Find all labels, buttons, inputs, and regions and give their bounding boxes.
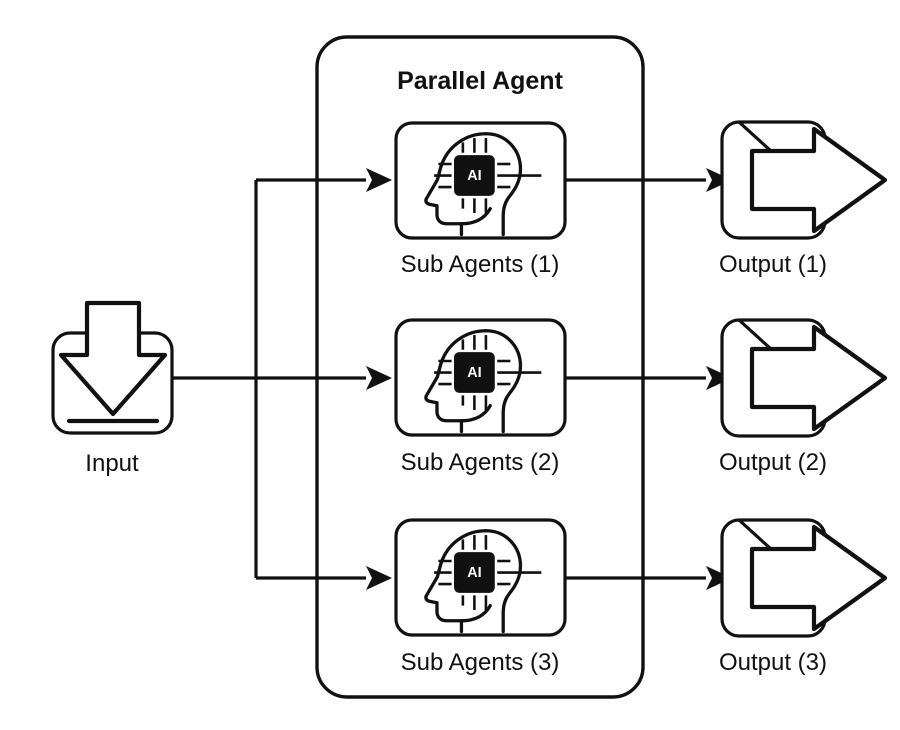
chip-label-2: AI xyxy=(467,365,481,381)
sub-agent-3-label: Sub Agents (3) xyxy=(401,649,560,676)
sub-agent-1-node[interactable]: AI Sub Agents (1) xyxy=(394,121,567,278)
arrowhead-output-2 xyxy=(706,366,732,390)
connector-layer xyxy=(172,168,732,590)
sub-agent-3-node[interactable]: AI Sub Agents (3) xyxy=(394,518,567,676)
output-1-node[interactable]: Output (1) xyxy=(719,120,885,278)
output-3-label: Output (3) xyxy=(719,649,827,676)
ai-head-chip-icon: AI xyxy=(424,132,544,237)
ai-head-chip-icon: AI xyxy=(424,329,544,434)
output-2-node[interactable]: Output (2) xyxy=(719,318,885,476)
parallel-agent-container xyxy=(315,35,645,699)
sub-agent-2-label: Sub Agents (2) xyxy=(401,449,560,476)
output-2-label: Output (2) xyxy=(719,449,827,476)
output-1-label: Output (1) xyxy=(719,251,827,278)
input-label: Input xyxy=(85,450,139,477)
arrowhead-subagent-2 xyxy=(366,366,392,390)
chip-label-3: AI xyxy=(467,565,481,581)
sub-agent-2-node[interactable]: AI Sub Agents (2) xyxy=(394,318,567,476)
arrowhead-output-1 xyxy=(706,168,732,192)
ai-head-chip-icon: AI xyxy=(424,529,544,634)
arrowhead-subagent-3 xyxy=(366,566,392,590)
output-3-node[interactable]: Output (3) xyxy=(719,518,885,676)
arrowhead-output-3 xyxy=(706,566,732,590)
arrowhead-subagent-1 xyxy=(366,168,392,192)
sub-agent-1-label: Sub Agents (1) xyxy=(401,251,560,278)
input-node[interactable]: Input xyxy=(51,303,174,477)
chip-label-1: AI xyxy=(467,168,481,184)
parallel-agent-title: Parallel Agent xyxy=(397,67,563,95)
